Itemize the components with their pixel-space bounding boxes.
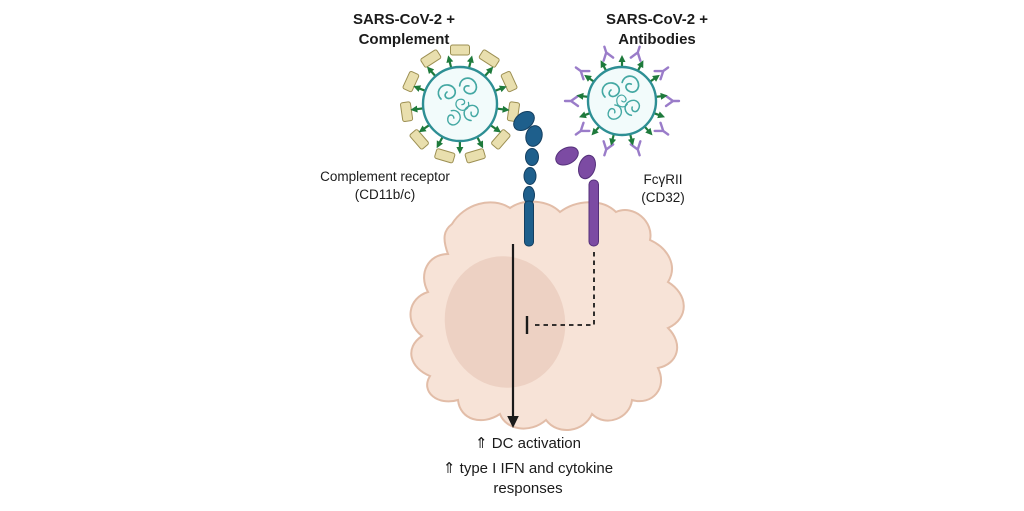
label-sars-cov2-antibodies: SARS-CoV-2 + Antibodies: [582, 10, 732, 49]
complement-receptor-icon: [513, 111, 543, 247]
label-line: (CD11b/c): [354, 186, 416, 202]
antibody-ring: [563, 45, 681, 157]
activation-arrowhead: [507, 416, 519, 428]
label-dc-activation: ⇑ DC activation: [428, 434, 628, 454]
dendritic-cell-nucleus: [444, 256, 566, 388]
label-line: Complement receptor: [320, 169, 450, 184]
label-line: FcγRII: [643, 172, 683, 187]
activation-arrow: [507, 244, 519, 428]
complement-protein-ring: [400, 44, 520, 164]
label-line: Antibodies: [618, 30, 696, 48]
label-sars-cov2-complement: SARS-CoV-2 + Complement: [329, 10, 479, 49]
virus-membrane: [421, 65, 499, 143]
label-line: SARS-CoV-2 +: [605, 11, 709, 28]
label-line: ⇑ type I IFN and cytokine: [442, 460, 614, 477]
antibody-virus: [563, 45, 681, 157]
fc-gamma-receptor-icon: [555, 146, 599, 247]
label-line: responses: [493, 479, 563, 497]
label-ifn-cytokine-response: ⇑ type I IFN and cytokine responses: [418, 459, 638, 498]
spike-ring: [410, 55, 510, 154]
label-fc-gamma-receptor: FcγRII (CD32): [623, 171, 703, 206]
label-line: Complement: [358, 30, 450, 48]
label-complement-receptor: Complement receptor (CD11b/c): [300, 168, 470, 203]
label-line: SARS-CoV-2 +: [352, 11, 456, 28]
label-line: (CD32): [641, 189, 685, 205]
inhibition-arrow: [525, 252, 595, 334]
complement-virus: [400, 44, 520, 164]
label-line: ⇑ DC activation: [475, 435, 581, 452]
